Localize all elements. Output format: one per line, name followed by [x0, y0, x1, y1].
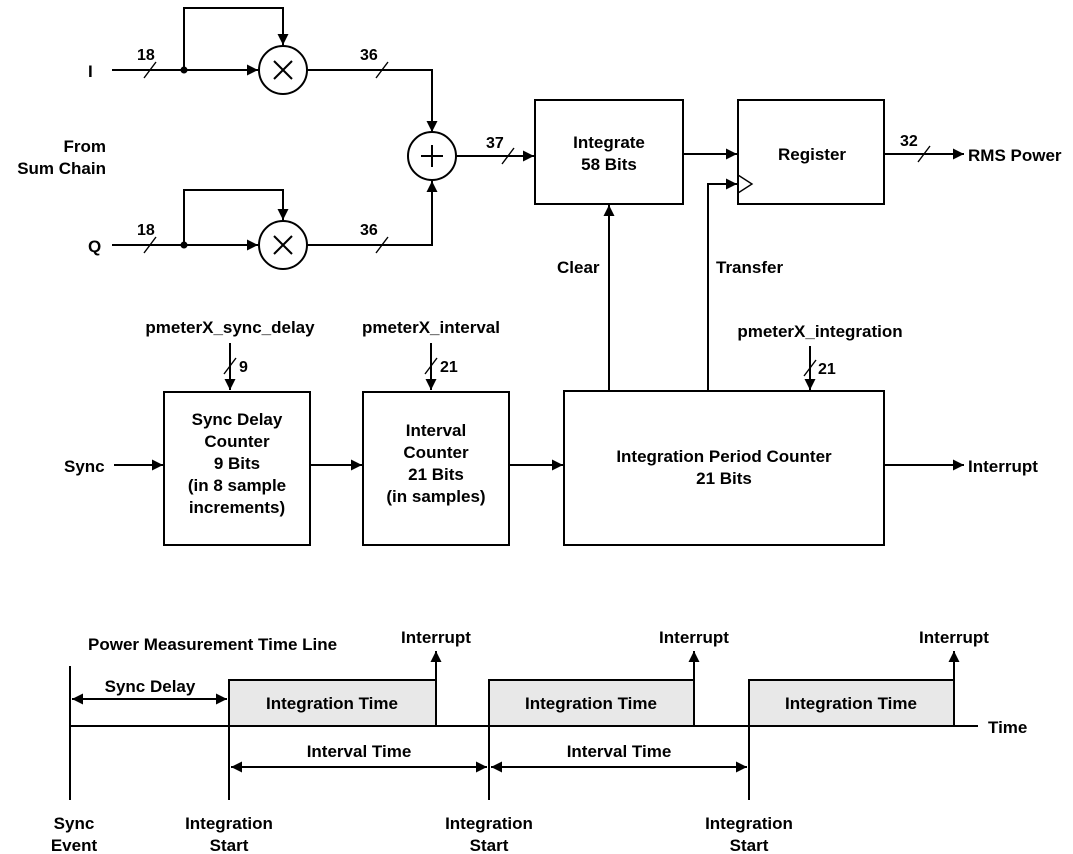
i-squared-bus-width: 36 [360, 47, 378, 64]
integrate-block [534, 99, 684, 205]
i-input-label: I [88, 62, 93, 81]
q-square-feedback-wire [183, 189, 289, 245]
transfer-label: Transfer [716, 258, 783, 277]
interrupt-label-2: Interrupt [659, 628, 729, 647]
integration-time-label-1: Integration Time [266, 694, 398, 713]
sum-bus-slash [501, 147, 515, 165]
sync-delay-counter-label-1: Sync Delay [192, 410, 283, 429]
i-squared-wire [307, 69, 438, 132]
i-square-feedback-wire [183, 7, 289, 70]
q-bus-width: 18 [137, 222, 155, 239]
integration-param-label: pmeterX_integration [737, 322, 902, 341]
interrupt-label-3: Interrupt [919, 628, 989, 647]
clear-label: Clear [557, 258, 600, 277]
sync-delay-counter-block [163, 391, 311, 546]
interval-counter-label-4: (in samples) [386, 487, 485, 506]
q-squared-bus-slash [375, 236, 389, 254]
integration-period-counter-label-2: 21 Bits [696, 469, 752, 488]
q-squared-bus-width: 36 [360, 222, 378, 239]
from-sum-chain-label-1: From [64, 137, 107, 156]
integration-param-bits: 21 [818, 361, 836, 378]
interval-counter-block [362, 391, 510, 546]
rms-power-label: RMS Power [968, 146, 1062, 165]
i-bus-width: 18 [137, 47, 155, 64]
register-clock-icon [737, 174, 754, 194]
sync-delay-counter-label-2: Counter [204, 432, 270, 451]
sync-delay-param-bits: 9 [239, 359, 248, 376]
integration-start-label-2a: Integration [445, 814, 533, 833]
integration-time-bar-1 [228, 679, 437, 727]
sync-delay-param-label: pmeterX_sync_delay [145, 318, 315, 337]
register-block [737, 99, 885, 205]
rms-bus-width: 32 [900, 133, 918, 150]
sync-delay-counter-label-3: 9 Bits [214, 454, 260, 473]
i-squared-bus-slash [375, 61, 389, 79]
integration-start-label-1b: Start [210, 836, 249, 854]
interval-counter-label-3: 21 Bits [408, 465, 464, 484]
timeline-title: Power Measurement Time Line [88, 635, 337, 654]
integration-start-label-3b: Start [730, 836, 769, 854]
from-sum-chain-label-2: Sum Chain [17, 159, 106, 178]
i-bus-slash [143, 61, 157, 79]
interval-time-label-1: Interval Time [307, 742, 412, 761]
integration-start-label-2b: Start [470, 836, 509, 854]
sync-event-label-1: Sync [54, 814, 95, 833]
interval-time-label-2: Interval Time [567, 742, 672, 761]
interval-counter-label-1: Interval [406, 421, 466, 440]
sync-delay-counter-label-4: (in 8 sample [188, 476, 286, 495]
sum-bus-width: 37 [486, 135, 504, 152]
q-input-label: Q [88, 237, 101, 256]
register-label: Register [778, 145, 846, 164]
integration-time-bar-3 [748, 679, 955, 727]
integration-time-label-3: Integration Time [785, 694, 917, 713]
interrupt-label: Interrupt [968, 457, 1038, 476]
integration-start-label-1a: Integration [185, 814, 273, 833]
interval-counter-label-2: Counter [403, 443, 469, 462]
sync-delay-counter-label-5: increments) [189, 498, 285, 517]
q-squared-wire [307, 181, 438, 246]
transfer-wire [707, 178, 737, 390]
integration-time-bar-2 [488, 679, 695, 727]
integrate-label-1: Integrate [573, 133, 645, 152]
integration-start-label-3a: Integration [705, 814, 793, 833]
sync-event-label-2: Event [51, 836, 98, 854]
sync-input-label: Sync [64, 457, 105, 476]
sync-delay-span-label: Sync Delay [105, 677, 196, 696]
interval-param-label: pmeterX_interval [362, 318, 500, 337]
interval-param-bits: 21 [440, 359, 458, 376]
interrupt-label-1: Interrupt [401, 628, 471, 647]
q-bus-slash [143, 236, 157, 254]
rms-bus-slash [917, 145, 931, 163]
integration-period-counter-block [563, 390, 885, 546]
time-axis-label: Time [988, 718, 1027, 737]
integrate-label-2: 58 Bits [581, 155, 637, 174]
integration-time-label-2: Integration Time [525, 694, 657, 713]
integration-period-counter-label-1: Integration Period Counter [616, 447, 832, 466]
